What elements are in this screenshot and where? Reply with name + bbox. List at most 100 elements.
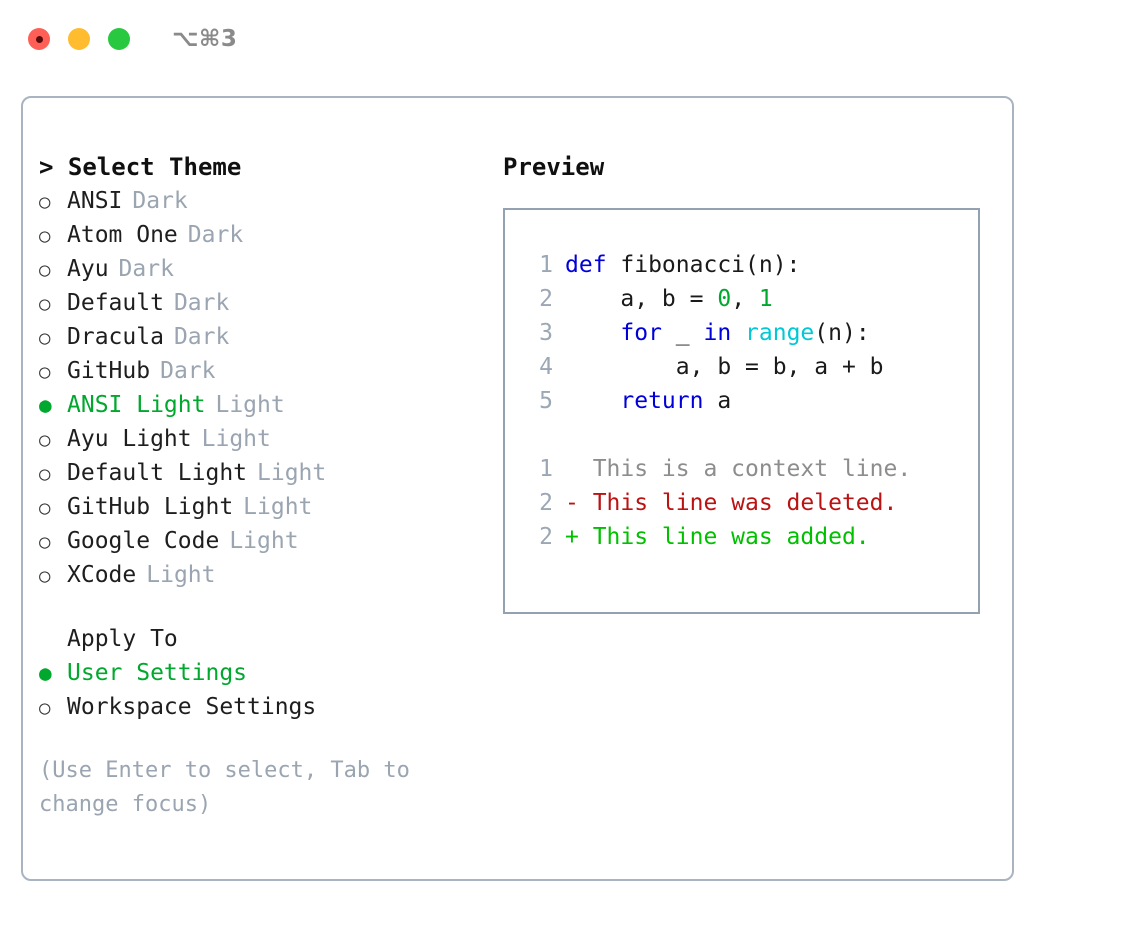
theme-name: ANSI Light <box>67 392 206 418</box>
code-token-kw: return <box>620 388 704 414</box>
code-line-number: 2 <box>539 286 553 312</box>
theme-option-ansi[interactable]: ○ ANSI Dark <box>39 184 493 218</box>
preview-heading: Preview <box>503 153 605 181</box>
select-theme-heading: > Select Theme <box>39 153 242 181</box>
code-line: 4 a, b = b, a + b <box>523 350 978 384</box>
theme-option-github-light[interactable]: ○ GitHub Light Light <box>39 490 493 524</box>
code-token-fn: range <box>745 320 815 346</box>
theme-mode-tag: Dark <box>160 358 216 384</box>
keyboard-shortcut-label: ⌥⌘3 <box>172 26 238 52</box>
apply-to-label: Workspace Settings <box>67 694 317 720</box>
code-token-kw: in <box>703 320 732 346</box>
radio-unselected-icon: ○ <box>39 225 51 247</box>
apply-to-heading: Apply To <box>39 622 493 656</box>
code-token-plain: (n): <box>814 320 870 346</box>
code-token-plain <box>565 388 620 414</box>
radio-unselected-icon: ○ <box>39 293 51 315</box>
radio-unselected-icon: ○ <box>39 463 51 485</box>
code-line-text: a, b = 0, 1 <box>565 282 772 316</box>
radio-unselected-icon: ○ <box>39 565 51 587</box>
preview-spacer <box>523 418 978 452</box>
theme-name: ANSI <box>67 188 123 214</box>
apply-to-option-workspace-settings[interactable]: ○ Workspace Settings <box>39 690 493 724</box>
code-token-plain <box>731 320 745 346</box>
theme-mode-tag: Light <box>146 562 216 588</box>
code-token-plain: fibonacci(n): <box>606 252 801 278</box>
radio-unselected-icon: ○ <box>39 531 51 553</box>
diff-sample: 1 This is a context line.2- This line wa… <box>523 452 978 554</box>
theme-option-github[interactable]: ○ GitHub Dark <box>39 354 493 388</box>
code-token-plain: a, b = <box>565 286 718 312</box>
theme-name: GitHub <box>67 358 151 384</box>
zoom-button[interactable] <box>108 28 130 50</box>
code-line: 2 a, b = 0, 1 <box>523 282 978 316</box>
code-token-plain: a <box>703 388 732 414</box>
diff-line-number: 2 <box>539 490 553 516</box>
diff-line-number: 2 <box>539 524 553 550</box>
code-token-kw: def <box>565 252 607 278</box>
theme-name: Ayu Light <box>67 426 192 452</box>
code-line-text: for _ in range(n): <box>565 316 870 350</box>
theme-mode-tag: Light <box>243 494 313 520</box>
code-token-plain: a, b = b, a + b <box>565 354 884 380</box>
theme-mode-tag: Dark <box>187 222 244 248</box>
diff-line-number: 1 <box>539 456 553 482</box>
diff-line: 2 + This line was added. <box>523 520 978 554</box>
radio-selected-icon: ● <box>39 661 52 685</box>
theme-option-ayu-light[interactable]: ○ Ayu Light Light <box>39 422 493 456</box>
radio-unselected-icon: ○ <box>39 429 51 451</box>
theme-mode-tag: Dark <box>173 290 230 316</box>
code-line-number: 3 <box>539 320 553 346</box>
theme-name: XCode <box>67 562 137 588</box>
radio-selected-icon: ● <box>39 393 52 417</box>
code-line: 1 def fibonacci(n): <box>523 248 978 282</box>
theme-mode-tag: Light <box>215 392 285 418</box>
theme-option-xcode[interactable]: ○ XCode Light <box>39 558 493 592</box>
apply-to-heading-indent <box>39 623 67 657</box>
theme-mode-tag: Light <box>201 426 271 452</box>
theme-option-ansi-light[interactable]: ● ANSI Light Light <box>39 388 493 422</box>
code-token-kw: for <box>620 320 662 346</box>
code-line-number: 1 <box>539 252 553 278</box>
code-line-text: return a <box>565 384 731 418</box>
theme-mode-tag: Light <box>229 528 299 554</box>
close-button[interactable] <box>28 28 50 50</box>
diff-line: 1 This is a context line. <box>523 452 978 486</box>
radio-unselected-icon: ○ <box>39 191 51 213</box>
code-line-text: a, b = b, a + b <box>565 350 884 384</box>
window-titlebar: ⌥⌘3 <box>0 0 1140 78</box>
theme-mode-tag: Light <box>257 460 327 486</box>
apply-to-heading-label: Apply To <box>67 626 178 652</box>
minimize-button[interactable] <box>68 28 90 50</box>
code-token-num: 0 <box>717 286 732 312</box>
theme-name: GitHub Light <box>67 494 234 520</box>
code-line-text: def fibonacci(n): <box>565 248 800 282</box>
radio-unselected-icon: ○ <box>39 361 51 383</box>
theme-mode-tag: Dark <box>118 256 174 282</box>
apply-to-option-user-settings[interactable]: ●User Settings <box>39 656 493 690</box>
theme-mode-tag: Dark <box>173 324 230 350</box>
theme-name: Ayu <box>67 256 109 282</box>
radio-unselected-icon: ○ <box>39 497 51 519</box>
window-controls <box>28 28 130 50</box>
apply-to-list: ●User Settings ○ Workspace Settings <box>39 656 493 724</box>
code-line-number: 5 <box>539 388 553 414</box>
radio-unselected-icon: ○ <box>39 327 51 349</box>
radio-unselected-icon: ○ <box>39 697 51 719</box>
code-line: 3 for _ in range(n): <box>523 316 978 350</box>
theme-mode-tag: Dark <box>132 188 188 214</box>
code-line: 5 return a <box>523 384 978 418</box>
diff-line-text-add: + This line was added. <box>565 524 870 550</box>
